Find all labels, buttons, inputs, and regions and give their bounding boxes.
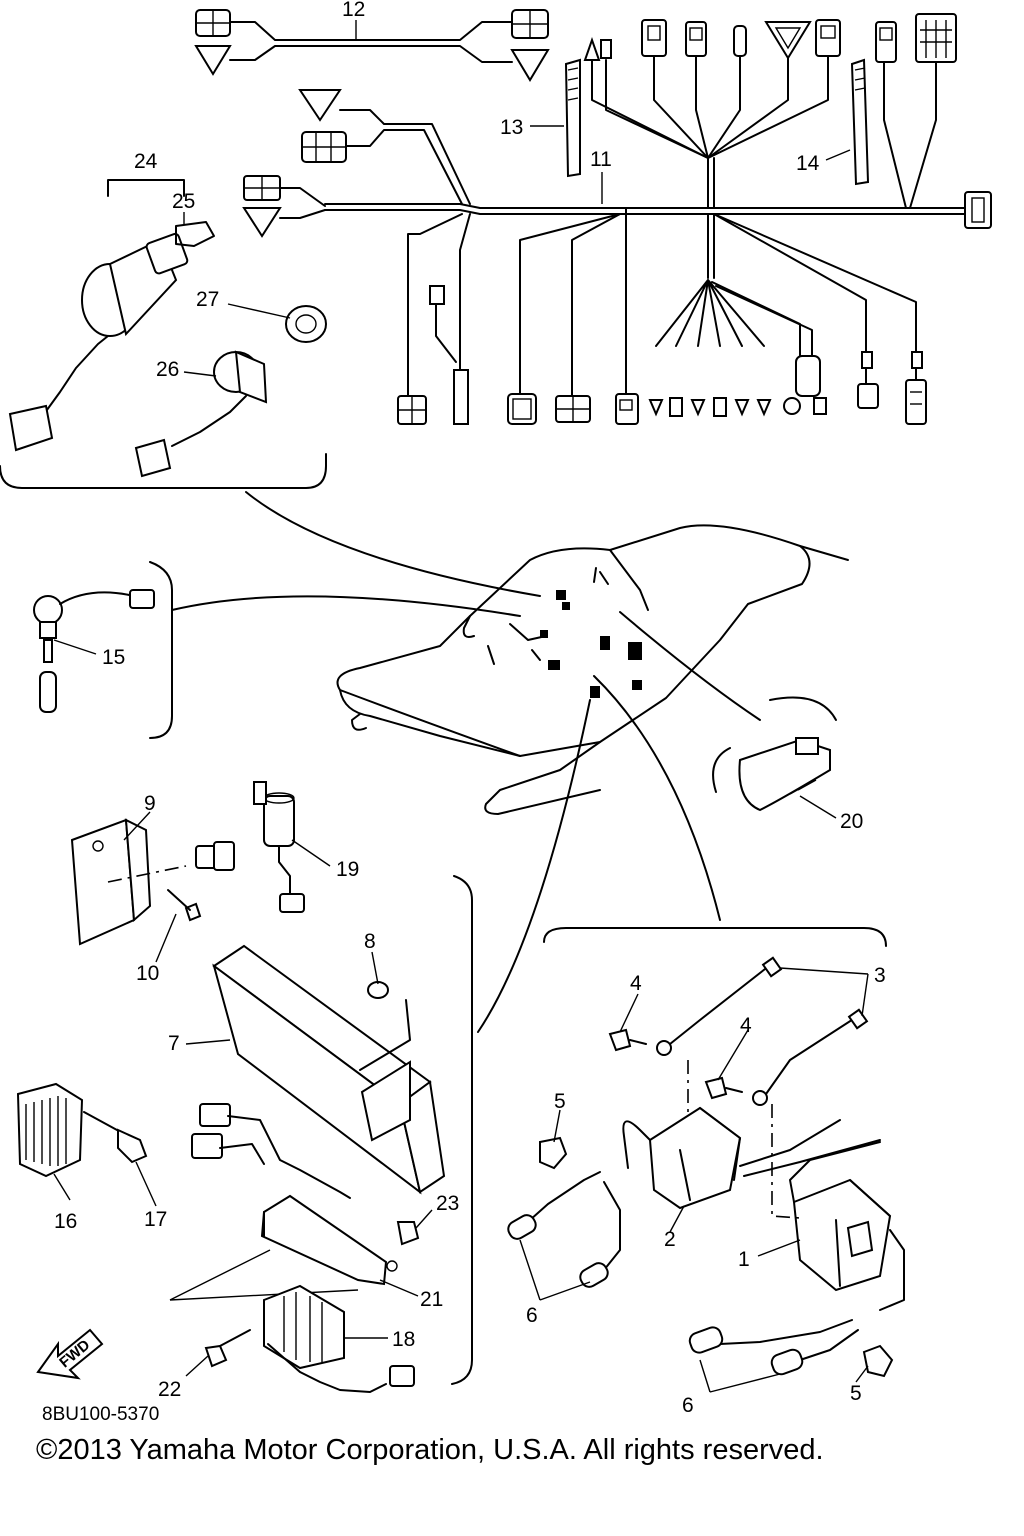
- cable-band-14: [850, 58, 870, 186]
- wire-harness-11: [242, 13, 992, 425]
- leader-15: [171, 595, 521, 617]
- callout-1: 1: [738, 1248, 750, 1271]
- relay-9: [70, 818, 235, 946]
- callout-18: 18: [392, 1328, 415, 1351]
- fwd-arrow: [36, 1328, 104, 1380]
- callout-16: 16: [54, 1210, 77, 1233]
- callout-25: 25: [172, 190, 195, 213]
- callout-2: 2: [664, 1228, 676, 1251]
- ignition-coil-group: [507, 927, 905, 1393]
- snowmobile: [336, 524, 849, 815]
- callout-21: 21: [420, 1288, 443, 1311]
- callout-6b: 6: [682, 1394, 694, 1417]
- callout-27: 27: [196, 288, 219, 311]
- callout-14: 14: [796, 152, 820, 175]
- rectifier-18: [204, 1284, 415, 1393]
- callout-12: 12: [342, 0, 365, 21]
- callout-20: 20: [840, 810, 863, 833]
- callout-10: 10: [136, 962, 159, 985]
- copyright-notice: ©2013 Yamaha Motor Corporation, U.S.A. A…: [36, 1434, 824, 1466]
- leader-coil: [593, 675, 721, 921]
- switch-15: [33, 561, 173, 739]
- leader-20: [619, 611, 761, 721]
- main-switch-group: [0, 179, 327, 489]
- callout-11: 11: [590, 148, 612, 171]
- callout-8: 8: [364, 930, 376, 953]
- callout-26: 26: [156, 358, 179, 381]
- callout-5b: 5: [850, 1382, 862, 1405]
- diagram-code: 8BU100-5370: [42, 1404, 160, 1425]
- regulator-16: [16, 1082, 148, 1178]
- callout-4a: 4: [630, 972, 642, 995]
- callout-22: 22: [158, 1378, 181, 1401]
- callout-5a: 5: [554, 1090, 566, 1113]
- band-20: [712, 696, 837, 812]
- condenser-19: [253, 781, 305, 913]
- callout-24: 24: [134, 150, 158, 173]
- cdi-group-bracket: [451, 875, 473, 1385]
- leader-ecu: [477, 699, 591, 1033]
- callout-7: 7: [168, 1032, 180, 1055]
- cdi-unit-7: [191, 944, 446, 1199]
- callout-23: 23: [436, 1192, 459, 1215]
- bracket-21: [169, 1194, 420, 1301]
- callout-6a: 6: [526, 1304, 538, 1327]
- callout-19: 19: [336, 858, 359, 881]
- callout-15: 15: [102, 646, 125, 669]
- callout-leaders: [53, 20, 869, 1383]
- cable-band-13: [564, 58, 581, 178]
- callout-9: 9: [144, 792, 156, 815]
- callout-13: 13: [500, 116, 523, 139]
- sub-lead-12: [194, 9, 550, 82]
- leader-switch: [245, 491, 541, 597]
- callout-4b: 4: [740, 1014, 752, 1037]
- callout-3: 3: [874, 964, 886, 987]
- callout-17: 17: [144, 1208, 167, 1231]
